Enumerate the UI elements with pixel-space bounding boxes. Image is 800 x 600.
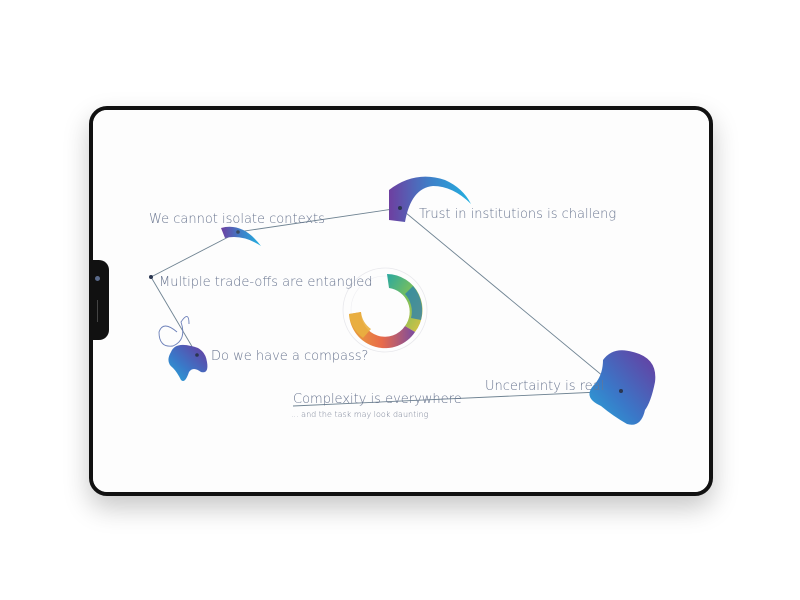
label-complexity: Complexity is everywhere	[293, 392, 462, 407]
trust-arc-shape	[389, 176, 471, 222]
line-tradeoffs-compass	[150, 276, 198, 356]
uncertainty-node	[619, 389, 623, 393]
label-contexts: We cannot isolate contexts	[149, 212, 325, 227]
trust-node	[398, 206, 402, 210]
sensor-strip	[97, 300, 98, 322]
connector-lines	[150, 207, 622, 407]
line-uncertainty-complexity	[292, 390, 622, 407]
uncertainty-blob-shape	[589, 350, 656, 425]
presentation-canvas: We cannot isolate contexts Trust in inst…	[149, 176, 656, 425]
compass-blob-shape	[168, 344, 208, 381]
camera-icon	[95, 276, 100, 281]
line-trust-uncertainty	[399, 207, 622, 392]
tablet-side-notch	[89, 260, 109, 340]
compass-node	[195, 353, 199, 357]
line-contexts-trust	[237, 207, 401, 233]
compass-wave-line	[158, 316, 190, 347]
line-tradeoffs-contexts	[150, 231, 239, 278]
tablet-frame: We cannot isolate contexts Trust in inst…	[89, 106, 713, 496]
label-daunting: ... and the task may look daunting	[291, 410, 429, 419]
label-trust: Trust in institutions is challeng	[419, 207, 616, 222]
ring-logo	[342, 267, 428, 353]
label-uncertainty: Uncertainty is real	[485, 379, 604, 394]
label-tradeoffs: Multiple trade-offs are entangled	[159, 275, 373, 290]
contexts-node	[236, 230, 240, 234]
tablet-screen: We cannot isolate contexts Trust in inst…	[93, 110, 709, 492]
contexts-arc-shape	[221, 226, 261, 246]
label-compass: Do we have a compass?	[211, 349, 368, 364]
tradeoffs-node	[149, 275, 153, 279]
